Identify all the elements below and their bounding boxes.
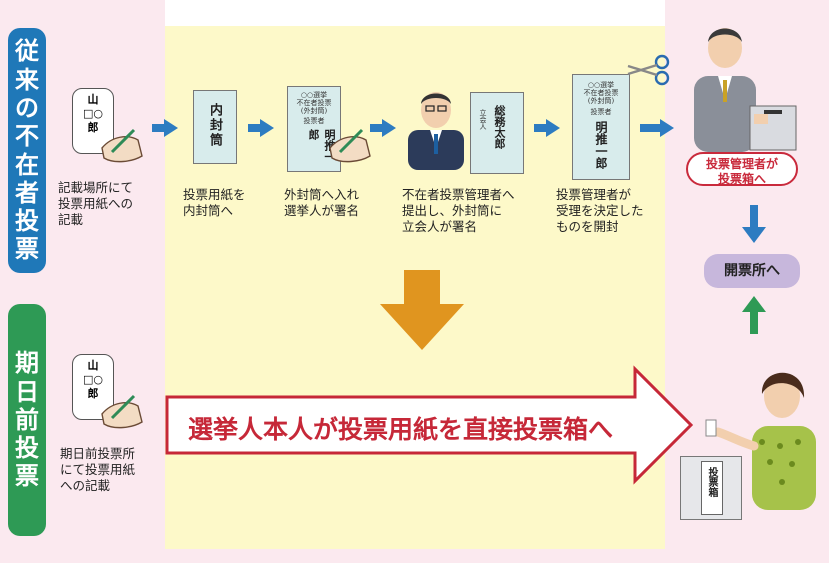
- early-ballot-top: 山: [87, 359, 99, 372]
- early-label-char: 前: [15, 405, 39, 434]
- traditional-label-char: 者: [15, 178, 39, 207]
- inner-envelope: 内封筒: [193, 90, 237, 164]
- early-writing-hand-icon: [101, 394, 143, 429]
- manager-ballot-box-illustration: [694, 28, 797, 152]
- voter-woman-illustration: [705, 372, 816, 510]
- arrow-down-to-counting: [742, 205, 766, 243]
- inner-envelope-text: 内封筒: [207, 103, 222, 148]
- step3-note: 外封筒へ入れ 選挙人が署名: [284, 187, 360, 218]
- background-top-strip: [165, 0, 665, 26]
- opened-envelope-name: 明推一郎: [594, 121, 608, 169]
- early-label-char: 日: [15, 377, 39, 406]
- traditional-label-char: 票: [15, 235, 39, 264]
- opened-envelope-voter-label: 投票者: [590, 108, 612, 116]
- banner-arrow: [165, 365, 694, 485]
- orange-down-arrow: [380, 270, 464, 350]
- witness-envelope: 立会人 総務太郎: [470, 92, 524, 174]
- traditional-label-char: 在: [15, 150, 39, 179]
- opened-envelope-header: ○○選挙 不在者投票 (外封筒): [583, 81, 619, 105]
- ballot-box: 投票箱: [680, 456, 742, 520]
- counting-station-pill: 開票所へ: [704, 254, 800, 288]
- step2-note: 投票用紙を 内封筒へ: [183, 187, 246, 218]
- ballot-card-bottom: 郎: [87, 121, 99, 134]
- early-label-char: 票: [15, 462, 39, 491]
- traditional-label-char: 不: [15, 122, 39, 151]
- traditional-absentee-label: 従来の不在者投票: [8, 28, 46, 273]
- witness-name: 総務太郎: [493, 105, 506, 149]
- opened-envelope: ○○選挙 不在者投票 (外封筒) 投票者 明推一郎: [572, 74, 630, 180]
- step1-note: 記載場所にて 投票用紙への 記載: [58, 180, 134, 227]
- early-ballot-bottom: 郎: [87, 387, 99, 400]
- early-label-char: 期: [15, 349, 39, 378]
- traditional-label-char: 従: [15, 37, 39, 66]
- early-voting-label: 期日前投票: [8, 304, 46, 536]
- ballot-card-top: 山: [87, 93, 99, 106]
- step4-note: 不在者投票管理者へ 提出し、外封筒に 立会人が署名: [402, 187, 515, 234]
- traditional-label-char: 来: [15, 65, 39, 94]
- early-step-note: 期日前投票所 にて投票用紙 への記載: [60, 446, 136, 493]
- scissors-icon: [627, 54, 670, 86]
- outer-envelope-header: ○○選挙 不在者投票 (外封筒): [296, 91, 332, 115]
- banner-text: 選挙人本人が投票用紙を直接投票箱へ: [188, 415, 614, 444]
- traditional-label-char: の: [15, 93, 39, 122]
- traditional-label-char: 投: [15, 207, 39, 236]
- manager-person-icon: [408, 92, 464, 170]
- early-ballot-middle: □○: [83, 373, 103, 386]
- witness-label: 立会人: [479, 109, 487, 130]
- outer-envelope-voter-label: 投票者: [303, 117, 325, 125]
- signing-hand-icon: [329, 128, 371, 163]
- writing-hand-icon: [101, 128, 143, 163]
- arrow-up-to-counting: [742, 296, 766, 334]
- ballot-box-badge: 投票管理者が 投票箱へ: [686, 152, 798, 186]
- ballot-box-label: 投票箱: [706, 467, 717, 497]
- step5-note: 投票管理者が 受理を決定した ものを開封: [556, 187, 644, 234]
- ballot-card-middle: □○: [83, 107, 103, 120]
- early-label-char: 投: [15, 434, 39, 463]
